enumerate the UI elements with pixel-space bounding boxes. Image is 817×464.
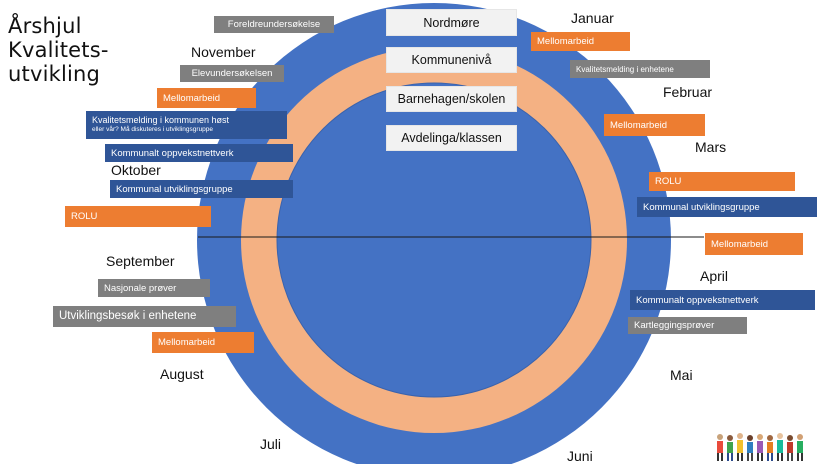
child-figure-5 — [757, 434, 763, 461]
tag-mellomarbeid-januar: Mellomarbeid — [531, 32, 630, 51]
tag-kvalitetsmelding-kommunen: Kvalitetsmelding i kommunen høst eller v… — [86, 111, 287, 139]
tag-kvalitetsmelding-enhetene: Kvalitetsmelding i enhetene — [570, 60, 710, 78]
tag-mellomarbeid-november: Mellomarbeid — [157, 88, 256, 108]
children-illustration — [717, 433, 803, 461]
tag-elevundersokelsen: Elevundersøkelsen — [180, 65, 284, 82]
child-figure-8 — [787, 435, 793, 461]
month-februar: Februar — [663, 84, 713, 100]
child-figure-3 — [737, 433, 743, 461]
child-figure-2 — [727, 435, 733, 461]
month-august: August — [160, 366, 204, 382]
tag-kommunalt-oppvekstnettverk-april: Kommunalt oppvekstnettverk — [630, 290, 815, 310]
page-title: Årshjul Kvalitets- utvikling — [8, 14, 109, 86]
month-oktober: Oktober — [111, 162, 161, 178]
tag-mellomarbeid-april: Mellomarbeid — [705, 233, 803, 255]
month-mai: Mai — [670, 367, 693, 383]
level-avdeling-klasse: Avdelinga/klassen — [386, 125, 517, 151]
month-juni: Juni — [567, 448, 593, 464]
kvalitetsmelding-kommunen-line-1: Kvalitetsmelding i kommunen høst — [92, 115, 230, 125]
tag-nasjonale-prover: Nasjonale prøver — [98, 279, 210, 297]
kvalitetsmelding-kommunen-line-2: eller vår? Må diskuteres i utviklingsgru… — [92, 126, 214, 133]
tag-kommunalt-oppvekstnettverk-oktober: Kommunalt oppvekstnettverk — [105, 144, 293, 162]
child-figure-6 — [767, 435, 773, 461]
tag-kommunal-utviklingsgruppe-oktober: Kommunal utviklingsgruppe — [110, 180, 293, 198]
month-mars: Mars — [695, 139, 727, 155]
child-figure-9 — [797, 434, 803, 461]
tag-mellomarbeid-august: Mellomarbeid — [152, 332, 254, 353]
month-juli: Juli — [260, 436, 282, 452]
month-november: November — [191, 44, 256, 60]
month-april: April — [700, 268, 729, 284]
child-figure-1 — [717, 434, 723, 461]
level-barnehage-skole: Barnehagen/skolen — [386, 86, 517, 112]
month-januar: Januar — [571, 10, 614, 26]
title-line-1: Årshjul — [8, 14, 82, 38]
level-kommune: Kommunenivå — [386, 47, 517, 73]
tag-rolu-oktober: ROLU — [65, 206, 211, 227]
tag-rolu-mars: ROLU — [649, 172, 795, 191]
level-nordmore: Nordmøre — [386, 9, 517, 36]
title-line-2: Kvalitets- — [8, 38, 109, 62]
title-line-3: utvikling — [8, 62, 101, 86]
tag-foreldreundersokelse: Foreldreundersøkelse — [214, 16, 334, 33]
child-figure-4 — [747, 435, 753, 461]
inner-disc — [276, 82, 592, 398]
child-figure-7 — [777, 433, 783, 461]
tag-kartleggingsprover: Kartleggingsprøver — [628, 317, 747, 334]
tag-utviklingsbesok: Utviklingsbesøk i enhetene — [53, 306, 236, 327]
tag-mellomarbeid-februar: Mellomarbeid — [604, 114, 705, 136]
month-september: September — [106, 253, 175, 269]
tag-kommunal-utviklingsgruppe-mars: Kommunal utviklingsgruppe — [637, 197, 817, 217]
